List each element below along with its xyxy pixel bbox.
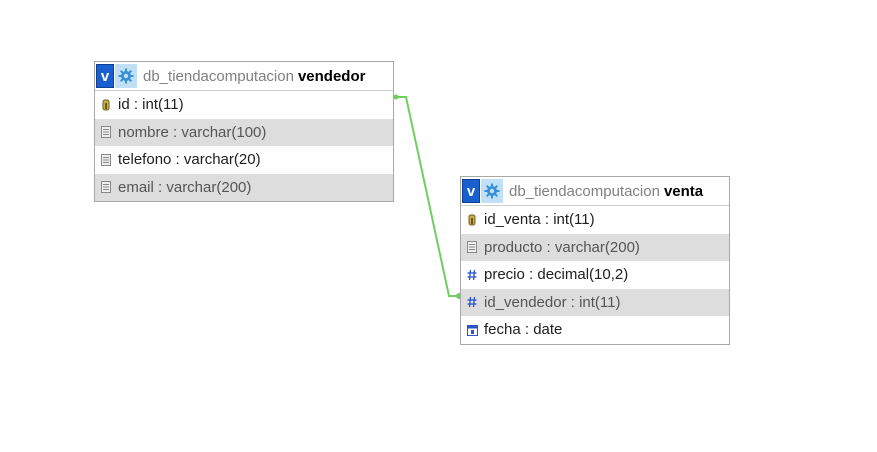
column-label: email : varchar(200) [118,178,252,196]
column-row[interactable]: id_venta : int(11) [461,206,729,234]
table-header[interactable]: v [461,177,729,206]
column-row[interactable]: email : varchar(200) [95,173,393,201]
toggle-columns-button[interactable]: v [462,179,480,203]
table-options-button[interactable] [481,179,503,203]
column-row[interactable]: nombre : varchar(100) [95,118,393,146]
text-column-icon [100,180,112,194]
column-label: producto : varchar(200) [484,238,640,256]
date-column-icon [466,323,478,337]
column-label: fecha : date [484,321,563,339]
column-label: id_vendedor : int(11) [484,293,621,311]
database-name: db_tiendacomputacion [509,182,660,200]
column-row[interactable]: telefono : varchar(20) [95,146,393,174]
toggle-columns-button[interactable]: v [96,64,114,88]
gear-icon [118,68,134,84]
database-name: db_tiendacomputacion [143,67,294,85]
column-row[interactable]: id : int(11) [95,91,393,119]
table-options-button[interactable] [115,64,137,88]
table-name: venta [663,182,704,200]
column-label: id : int(11) [118,96,184,114]
column-row[interactable]: precio : decimal(10,2) [461,261,729,289]
primary-key-icon [100,98,112,112]
column-label: telefono : varchar(20) [118,151,261,169]
column-row[interactable]: fecha : date [461,316,729,344]
numeric-column-icon [466,268,478,282]
text-column-icon [100,153,112,167]
table-venta[interactable]: v [460,176,730,345]
table-vendedor[interactable]: v [94,61,394,202]
column-label: id_venta : int(11) [484,211,595,229]
table-name: vendedor [297,67,366,85]
numeric-column-icon [466,295,478,309]
column-row[interactable]: producto : varchar(200) [461,233,729,261]
primary-key-icon [466,213,478,227]
column-label: precio : decimal(10,2) [484,266,629,284]
text-column-icon [466,240,478,254]
gear-icon [484,183,500,199]
column-label: nombre : varchar(100) [118,123,267,141]
text-column-icon [100,125,112,139]
table-header[interactable]: v [95,62,393,91]
column-row[interactable]: id_vendedor : int(11) [461,288,729,316]
